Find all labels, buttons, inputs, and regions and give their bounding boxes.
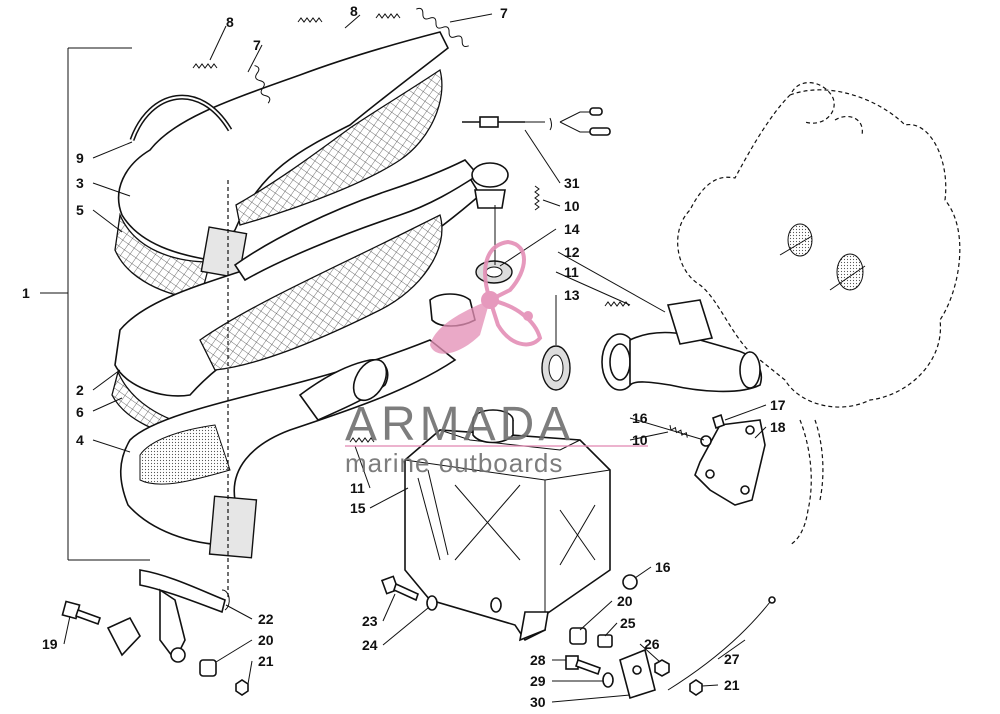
- callout-22: 22: [258, 611, 274, 627]
- callout-16b: 16: [655, 559, 671, 575]
- callout-26: 26: [644, 636, 660, 652]
- bolt-19: [61, 600, 102, 626]
- callout-8a: 8: [226, 14, 234, 30]
- spring-8-top: [297, 17, 323, 23]
- callout-20b: 20: [617, 593, 633, 609]
- callout-27: 27: [724, 651, 740, 667]
- spring-8-left: [192, 63, 218, 69]
- spacer-20-right: [490, 597, 587, 645]
- callout-10a: 10: [564, 198, 580, 214]
- callout-21b: 21: [724, 677, 740, 693]
- callout-21a: 21: [258, 653, 274, 669]
- armada-watermark: ARMADA marine outboards: [345, 239, 648, 478]
- callout-18: 18: [770, 419, 786, 435]
- callout-19: 19: [42, 636, 58, 652]
- callout-23: 23: [362, 613, 378, 629]
- callout-1: 1: [22, 285, 30, 301]
- leader-lines: [63, 13, 767, 703]
- callout-labels: 1 2 3 4 5 6 7 7 8 8 9 10 10 11 11 12 13 …: [22, 3, 786, 710]
- callout-6: 6: [76, 404, 84, 420]
- springs-group: [129, 7, 688, 443]
- callout-31: 31: [564, 175, 580, 191]
- pipe-coupler-lower: [208, 495, 258, 559]
- engine-stud-upper: [787, 223, 813, 257]
- exhaust-pipe-assembly: [106, 31, 509, 663]
- callout-28: 28: [530, 652, 546, 668]
- spring-10-upper: [534, 185, 540, 211]
- silencer-box: [404, 409, 611, 642]
- callout-25: 25: [620, 615, 636, 631]
- spring-11-right: [604, 301, 630, 307]
- spring-7-top: [416, 7, 469, 48]
- assembly-bracket: [40, 47, 150, 561]
- engine-outline: [677, 82, 961, 546]
- callout-5: 5: [76, 202, 84, 218]
- spring-7-mid: [254, 65, 271, 104]
- callout-10b: 10: [632, 432, 648, 448]
- propeller-logo-icon: [430, 239, 543, 354]
- callout-7a: 7: [500, 5, 508, 21]
- watermark-brand: ARMADA: [345, 398, 574, 451]
- callout-14: 14: [564, 221, 580, 237]
- callout-11a: 11: [564, 264, 579, 280]
- callout-17: 17: [770, 397, 786, 413]
- watermark-tagline: marine outboards: [345, 448, 563, 478]
- cap-16: [622, 574, 638, 590]
- callout-24: 24: [362, 637, 378, 653]
- sensor-probe: [462, 107, 611, 136]
- callout-29: 29: [530, 673, 546, 689]
- bolt-28: [565, 655, 602, 676]
- callout-30: 30: [530, 694, 546, 710]
- callout-4: 4: [76, 432, 84, 448]
- callout-16a: 16: [632, 410, 648, 426]
- spring-8-right: [375, 13, 401, 19]
- callout-2: 2: [76, 382, 84, 398]
- callout-8b: 8: [350, 3, 358, 19]
- bolt-23: [380, 575, 419, 602]
- callout-12: 12: [564, 244, 580, 260]
- callout-13: 13: [564, 287, 580, 303]
- callout-20a: 20: [258, 632, 274, 648]
- hardware-parts: [61, 180, 776, 700]
- mount-bracket: [694, 413, 766, 506]
- spring-10-lower: [669, 425, 688, 438]
- callout-7b: 7: [253, 37, 261, 53]
- callout-3: 3: [76, 175, 84, 191]
- spring-11-left: [349, 437, 375, 443]
- callout-11b: 11: [350, 480, 365, 496]
- callout-9: 9: [76, 150, 84, 166]
- engine-stud-lower: [836, 253, 864, 291]
- exhaust-manifold: [601, 299, 762, 393]
- callout-15: 15: [350, 500, 366, 516]
